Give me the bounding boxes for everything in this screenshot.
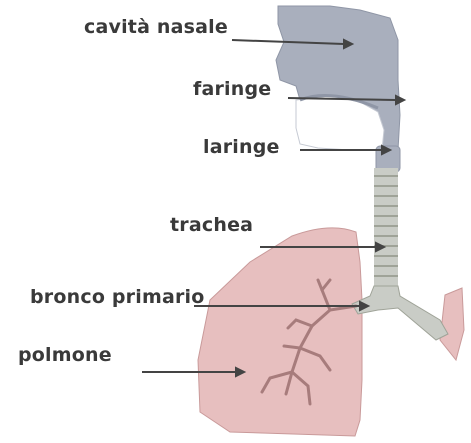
- lung-shape: [198, 228, 362, 436]
- label-pharynx: faringe: [193, 78, 271, 100]
- label-nasal-cavity: cavità nasale: [84, 16, 228, 38]
- label-larynx: laringe: [203, 136, 280, 158]
- label-primary-bronchus: bronco primario: [30, 286, 205, 308]
- label-lung: polmone: [18, 344, 112, 366]
- label-trachea: trachea: [170, 214, 253, 236]
- bronchus-shape: [352, 286, 448, 340]
- lung-right-edge: [440, 288, 464, 360]
- trachea-shape: [374, 168, 398, 288]
